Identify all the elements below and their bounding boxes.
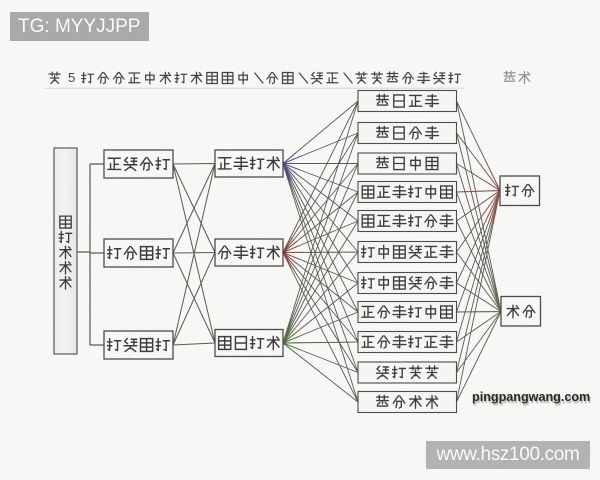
svg-text:5: 5 [68, 70, 75, 85]
